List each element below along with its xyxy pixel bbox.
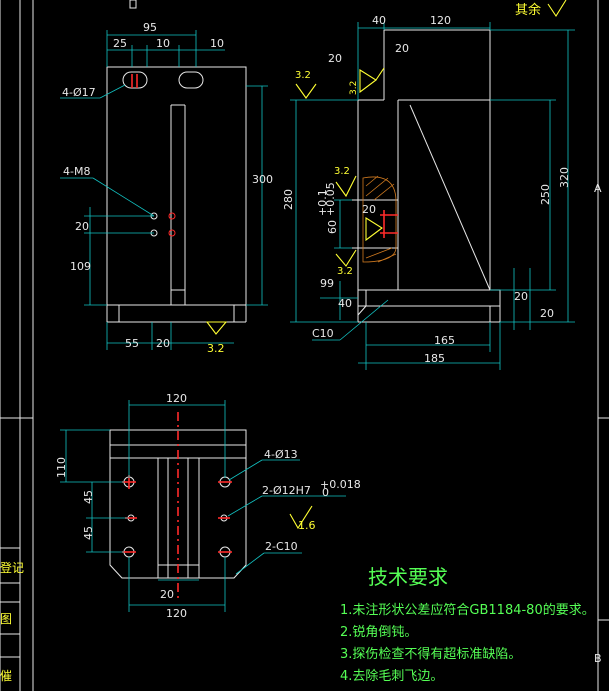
tech-item-2: 2.锐角倒钝。 [340,625,417,640]
side-roughness-symbol-1 [295,83,317,99]
front-thread-label: 4-M8 [63,165,90,178]
front-dim-95: 95 [143,21,157,34]
top-dim-45b: 45 [82,526,95,540]
side-dim-tol-plus: +0.1 [316,189,329,216]
side-dim-120: 120 [430,14,451,27]
tech-item-3: 3.探伤检查不得有超标准缺陷。 [340,646,521,662]
top-roughness-symbol [289,505,313,530]
side-view-dimensions [290,22,575,370]
front-view [106,66,247,323]
side-roughness-symbol-4 [335,217,383,267]
side-dim-20b: 20 [395,42,409,55]
side-dim-20a: 20 [328,52,342,65]
front-dim-55: 55 [125,337,139,350]
side-dim-20e: 20 [540,307,554,320]
front-dim-20: 20 [75,220,89,233]
zone-b-label: B [594,652,602,665]
front-roughness-value: 3.2 [207,342,225,355]
side-view [352,29,501,323]
tech-item-4: 4.去除毛刺飞边。 [340,669,443,684]
side-dim-99: 99 [320,277,334,290]
side-roughness-2: 3.2 [349,81,359,95]
tech-item-1: 1.未注形状公差应符合GB1184-80的要求。 [340,602,595,618]
top-chamfer-label: 2-C10 [265,540,298,553]
left-label-2: 图 [0,612,12,626]
top-view-dimensions [60,400,346,612]
top-view [109,412,247,600]
side-dim-60: 60 [326,220,339,234]
front-dim-300: 300 [252,173,273,186]
tech-requirements: 技术要求 1.未注形状公差应符合GB1184-80的要求。 2.锐角倒钝。 3.… [340,565,595,684]
top-pin-tol-lower: 0 [322,486,329,499]
side-roughness-3: 3.2 [334,166,350,177]
side-dim-tol-minus: +0.05 [324,182,337,216]
side-dim-20d: 20 [514,290,528,303]
side-roughness-symbol-3 [335,175,357,198]
side-roughness-1: 3.2 [295,70,311,81]
side-dim-250: 250 [539,184,552,205]
front-view-dimensions [60,30,268,350]
side-dim-185: 185 [424,352,445,365]
corner-roughness-symbol [547,0,567,18]
front-dim-10b: 10 [210,37,224,50]
front-dim-10a: 10 [156,37,170,50]
side-roughness-symbol-2 [359,67,385,94]
side-chamfer-label: C10 [312,327,334,340]
top-pin-tol-upper: +0.018 [320,478,361,491]
side-dim-40: 40 [372,14,386,27]
top-dim-120a: 120 [166,392,187,405]
top-dim-120b: 120 [166,607,187,620]
front-holes-label: 4-Ø17 [62,86,96,99]
front-dim-20b: 20 [156,337,170,350]
left-label-3: 催 [0,669,12,683]
tech-heading: 技术要求 [368,565,448,589]
top-dim-110: 110 [55,457,68,478]
top-roughness-value: 1.6 [298,519,316,532]
corner-label: 其余 [515,2,541,18]
side-dim-20c: 20 [362,203,376,216]
front-roughness-symbol [205,321,228,335]
top-holes-label: 4-Ø13 [264,448,298,461]
side-roughness-4: 3.2 [337,266,353,277]
side-dim-280: 280 [282,189,295,210]
side-dim-40b: 40 [338,297,352,310]
front-dim-25: 25 [113,37,127,50]
top-dim-45a: 45 [82,490,95,504]
side-dim-320: 320 [558,167,571,188]
top-pin-label: 2-Ø12H7 [262,484,311,497]
front-dim-109: 109 [70,260,91,273]
left-label-1: 登记 [0,560,24,575]
zone-a-label: A [594,182,602,195]
top-dim-20: 20 [160,588,174,601]
side-dim-165: 165 [434,334,455,347]
